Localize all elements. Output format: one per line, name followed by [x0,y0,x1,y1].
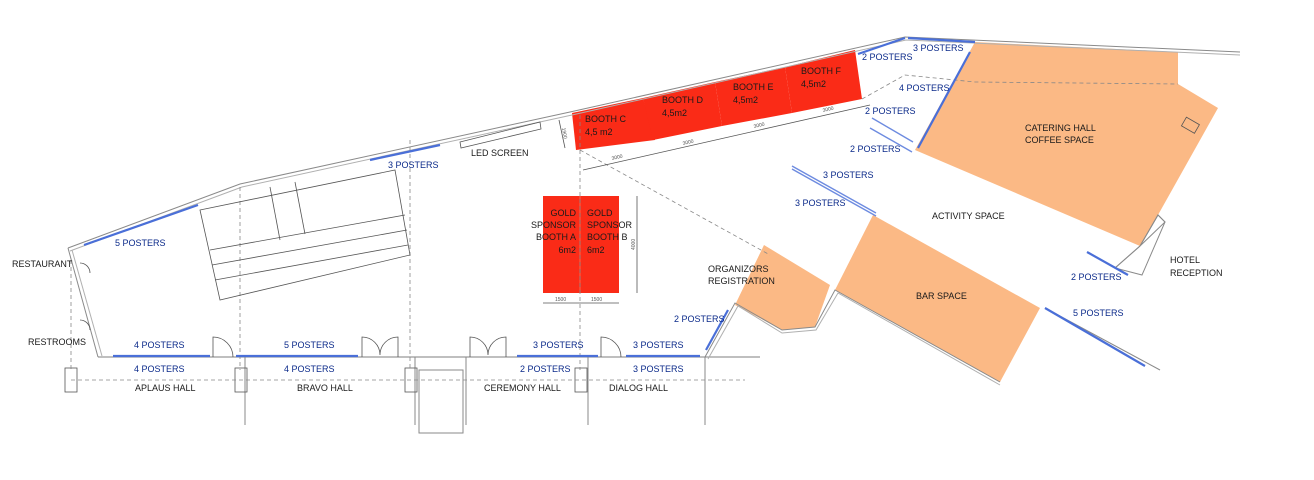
label-hotel-2: RECEPTION [1170,268,1223,278]
dim-1500b: 1500 [591,297,602,303]
poster-label: 3 POSTERS [823,170,874,180]
poster-label: 2 POSTERS [1071,272,1122,282]
poster-label: 3 POSTERS [533,340,584,350]
dim-3000a: 3000 [611,154,623,162]
dim-4000: 4000 [631,239,637,250]
poster-label: 3 POSTERS [795,198,846,208]
label-activity-space: ACTIVITY SPACE [932,211,1005,221]
poster-label: 5 POSTERS [1073,308,1124,318]
booth-f-name: BOOTH F [801,66,842,76]
poster-label: 5 POSTERS [115,238,166,248]
booth-a-l2: SPONSOR [531,220,577,230]
poster-label: 2 POSTERS [862,52,913,62]
booth-d-area[interactable] [643,82,722,140]
dim-3000b: 3000 [682,139,694,147]
poster-label: 3 POSTERS [388,160,439,170]
booth-a-l4: 6m2 [558,245,576,255]
label-aplaus-hall: APLAUS HALL [135,383,196,393]
poster-label: 5 POSTERS [284,340,335,350]
label-bravo-hall: BRAVO HALL [297,383,353,393]
booth-c-area[interactable] [572,98,655,150]
label-ceremony-hall: CEREMONY HALL [484,383,561,393]
booth-f-area[interactable] [785,50,862,113]
dim-3000d: 3000 [822,106,834,114]
poster-label: 3 POSTERS [633,340,684,350]
booth-e-area[interactable] [715,67,792,126]
label-organizers-1: ORGANIZORS [708,264,769,274]
booth-b-l2: SPONSOR [587,220,633,230]
dim-3000c: 3000 [753,122,765,130]
poster-label: 2 POSTERS [674,314,725,324]
booth-e-size: 4,5m2 [733,95,758,105]
catering-hall-area[interactable] [915,42,1218,246]
booth-b-l3: BOOTH B [587,232,628,242]
dim-1900: 1900 [560,127,568,139]
dim-1500a: 1500 [555,297,566,303]
poster-label: 4 POSTERS [134,340,185,350]
poster-label: 4 POSTERS [284,364,335,374]
booth-b-l4: 6m2 [587,245,605,255]
label-catering-2: COFFEE SPACE [1025,135,1094,145]
poster-label: 2 POSTERS [520,364,571,374]
booth-a-area[interactable] [543,196,582,293]
label-hotel-1: HOTEL [1170,255,1200,265]
booth-d-name: BOOTH D [662,95,704,105]
booth-b-area[interactable] [580,196,619,293]
label-organizers-2: REGISTRATION [708,276,775,286]
poster-label: 4 POSTERS [134,364,185,374]
label-bar-space: BAR SPACE [916,291,967,301]
booth-b-l1: GOLD [587,208,613,218]
booth-f-size: 4,5m2 [801,79,826,89]
label-dialog-hall: DIALOG HALL [609,383,668,393]
booth-a-l1: GOLD [550,208,576,218]
label-catering-1: CATERING HALL [1025,123,1096,133]
label-restrooms: RESTROOMS [28,337,86,347]
booth-c-size: 4,5 m2 [585,127,613,137]
poster-label: 2 POSTERS [850,144,901,154]
booth-e-name: BOOTH E [733,82,774,92]
poster-label: 2 POSTERS [865,106,916,116]
poster-wall-top [369,143,441,162]
poster-label: 3 POSTERS [913,43,964,53]
wall-west [67,247,99,358]
booth-c-name: BOOTH C [585,114,627,124]
booth-d-size: 4,5m2 [662,108,687,118]
booth-a-l3: BOOTH A [536,232,576,242]
wall-top [67,36,1241,249]
label-restaurant: RESTAURANT [12,259,73,269]
poster-wall-restaurant [83,203,199,247]
poster-label: 4 POSTERS [899,83,950,93]
label-led-screen: LED SCREEN [471,148,529,158]
bar-space-area[interactable] [835,215,1040,382]
poster-label: 3 POSTERS [633,364,684,374]
organizers-registration-area[interactable] [735,245,830,330]
